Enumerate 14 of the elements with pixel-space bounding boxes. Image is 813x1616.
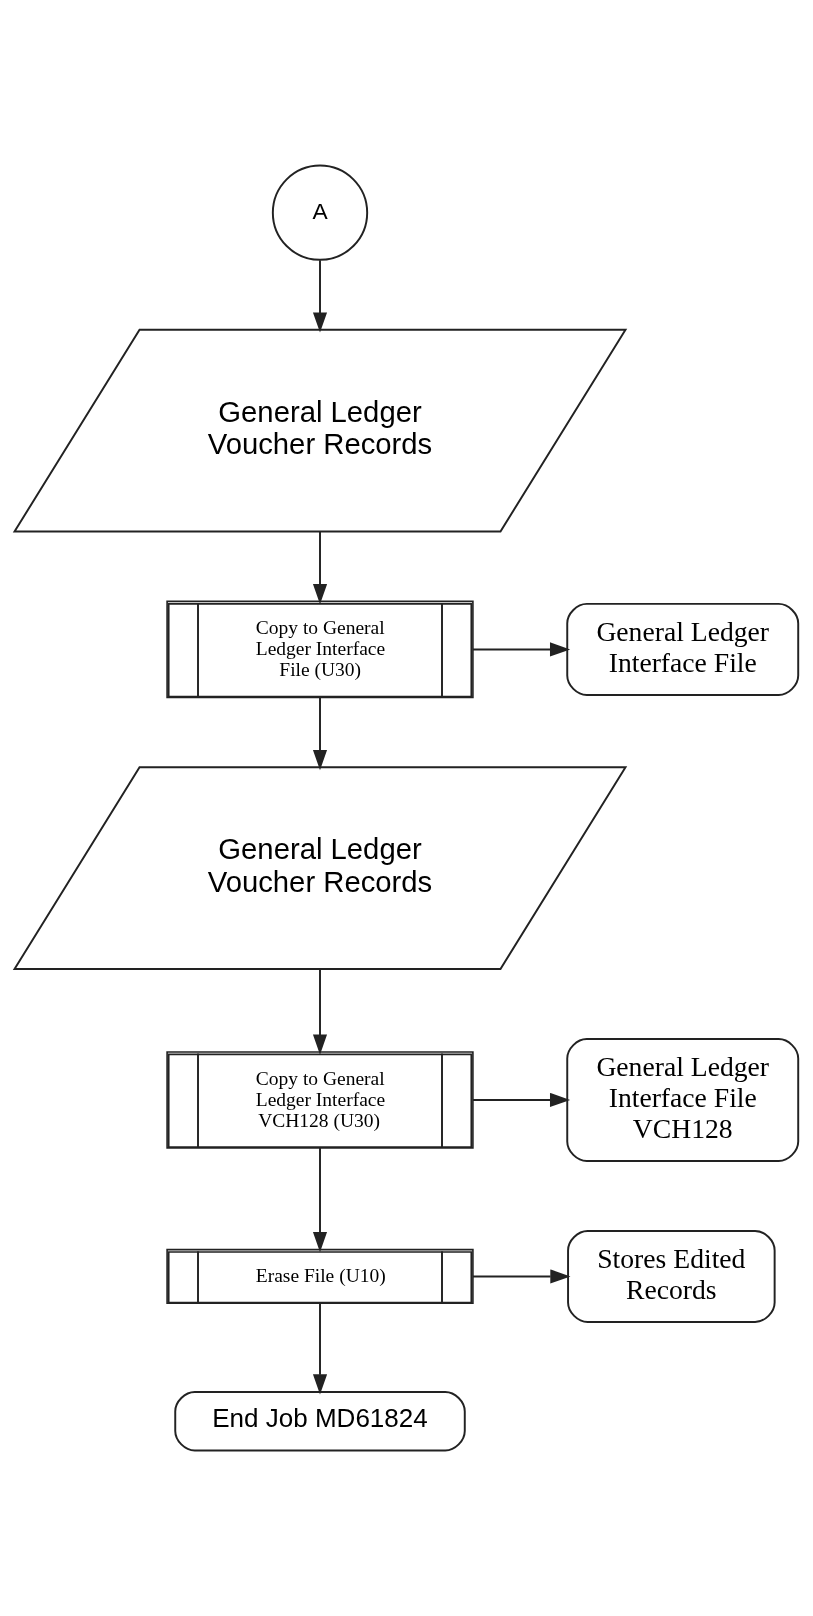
arrow [472, 1092, 571, 1108]
arrow [472, 1269, 571, 1284]
node-box: Stores Edited Records [567, 1229, 776, 1323]
node-circle: A [271, 164, 369, 261]
node-box: End Job MD61824 [174, 1390, 466, 1452]
arrow [312, 259, 328, 333]
node-box: General Ledger Interface File [566, 602, 800, 696]
arrow [312, 968, 328, 1055]
arrow [312, 1302, 328, 1395]
arrow [312, 530, 328, 605]
arrow [472, 642, 571, 657]
node-box: General Ledger Interface File VCH128 [566, 1038, 800, 1162]
arrow [312, 1147, 328, 1253]
arrow [312, 696, 328, 771]
